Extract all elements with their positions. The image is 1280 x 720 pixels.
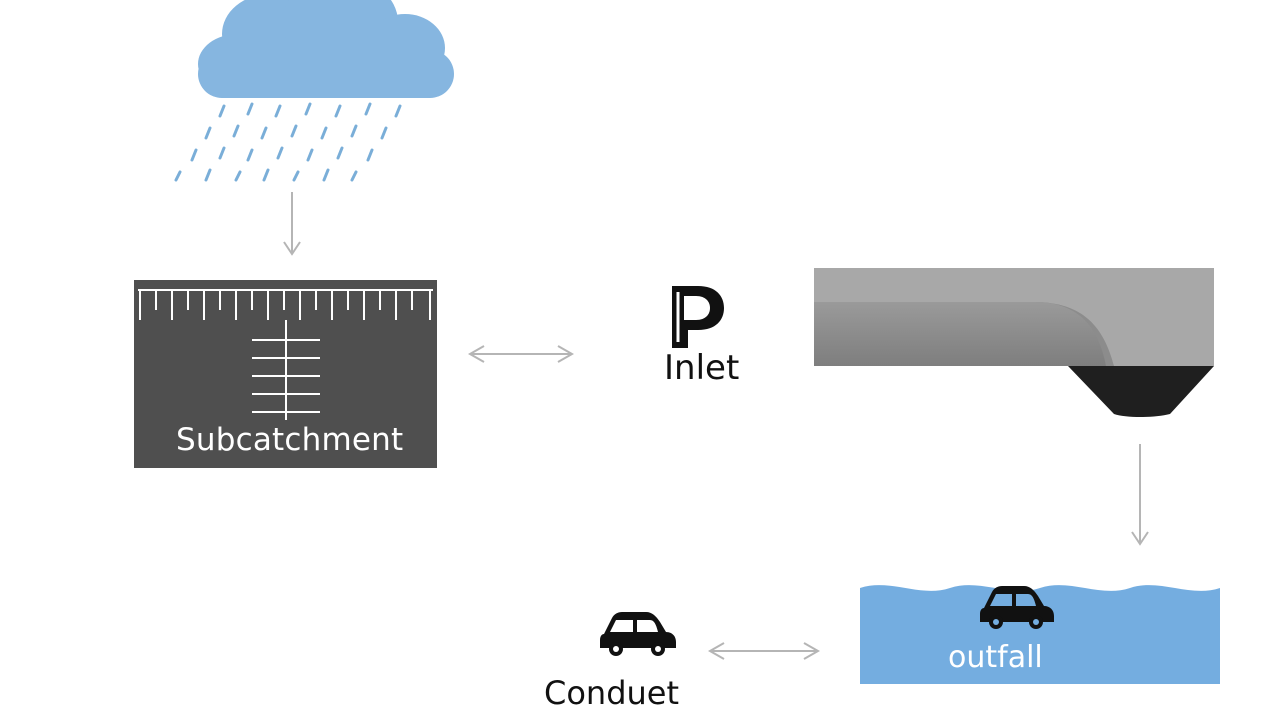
arrow-pipe-to-outfall [1131,444,1149,546]
pipe-icon [814,268,1214,417]
water-icon [860,585,1220,684]
arrow-subcatchment-inlet [467,345,575,363]
conduit-label: Conduet [544,674,680,712]
car-icon [980,586,1054,629]
parking-sign-icon [672,286,724,348]
rain-cloud-icon [174,0,454,182]
arrow-conduit-outfall [707,642,821,660]
outfall-label: outfall [948,640,1043,675]
rain-drops [174,102,402,182]
subcatchment-node: Subcatchment [134,280,437,468]
subcatchment-label: Subcatchment [176,422,404,458]
parking-lines [138,289,433,420]
car-icon [600,612,676,656]
arrow-rain-to-subcatchment [283,192,301,256]
inlet-label: Inlet [664,348,740,388]
